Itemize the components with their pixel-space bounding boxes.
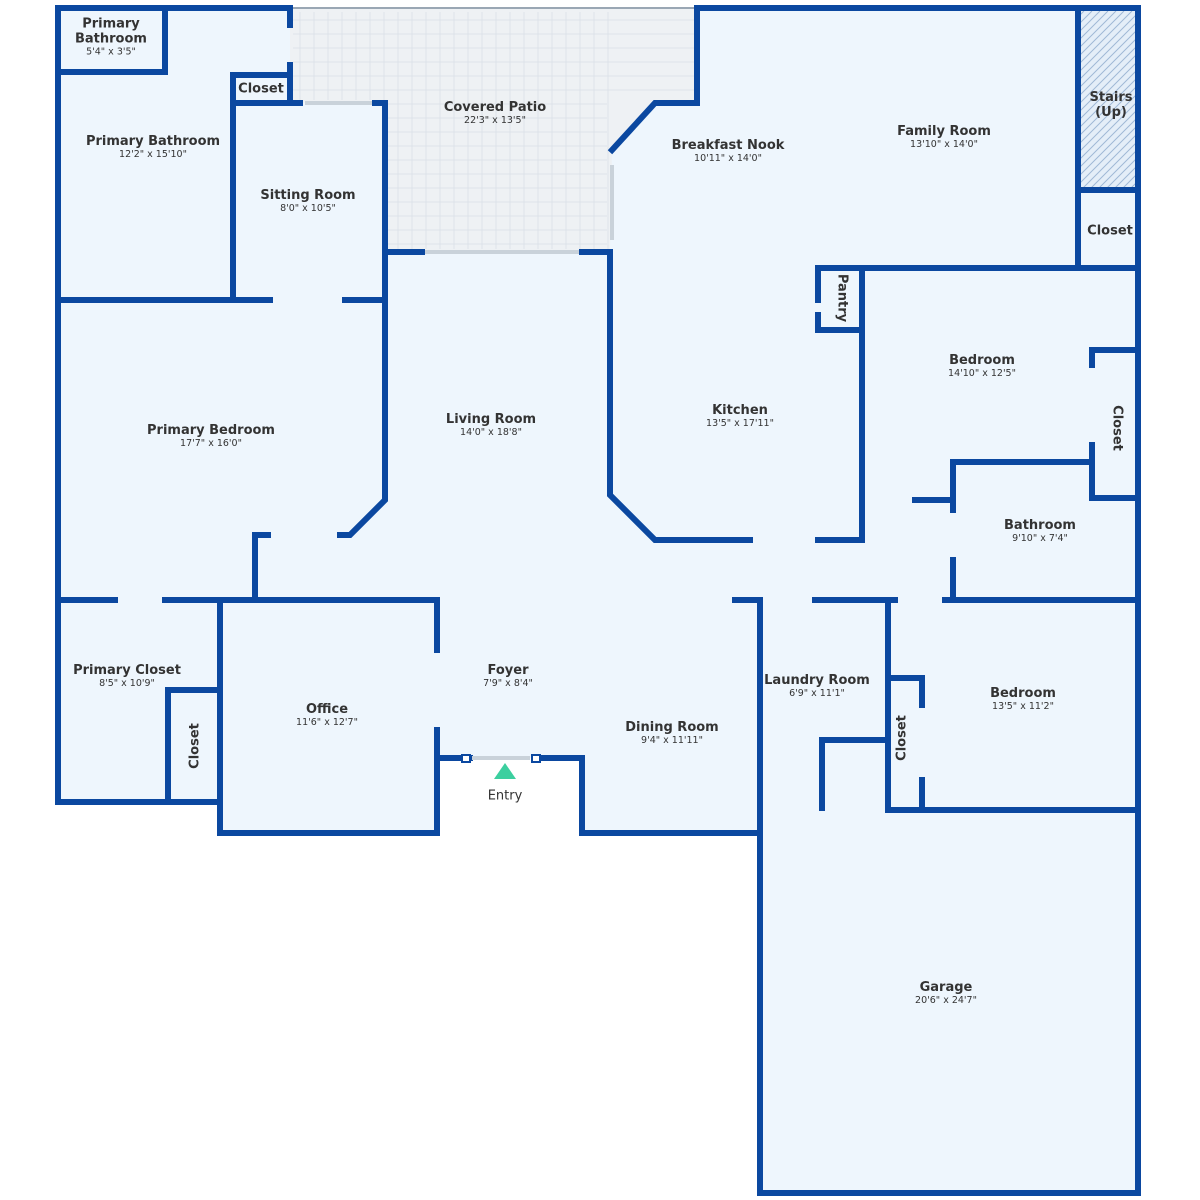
stairs-hatch [1079, 10, 1137, 190]
room-label: Closet [238, 81, 284, 97]
walls [55, 5, 1141, 1196]
room-label: Pantry [834, 273, 850, 323]
patio-tile-pattern [293, 12, 694, 249]
room-label: Closet [1087, 223, 1133, 239]
entry-label: Entry [487, 788, 523, 804]
entry-door [461, 754, 541, 763]
patio-floor [290, 8, 697, 252]
room-label: Stairs (Up) [1089, 90, 1133, 120]
room-label: Closet [187, 723, 203, 769]
room-label: Closet [894, 715, 910, 761]
entry-marker-icon [494, 763, 516, 779]
room-label: Closet [1109, 405, 1125, 451]
